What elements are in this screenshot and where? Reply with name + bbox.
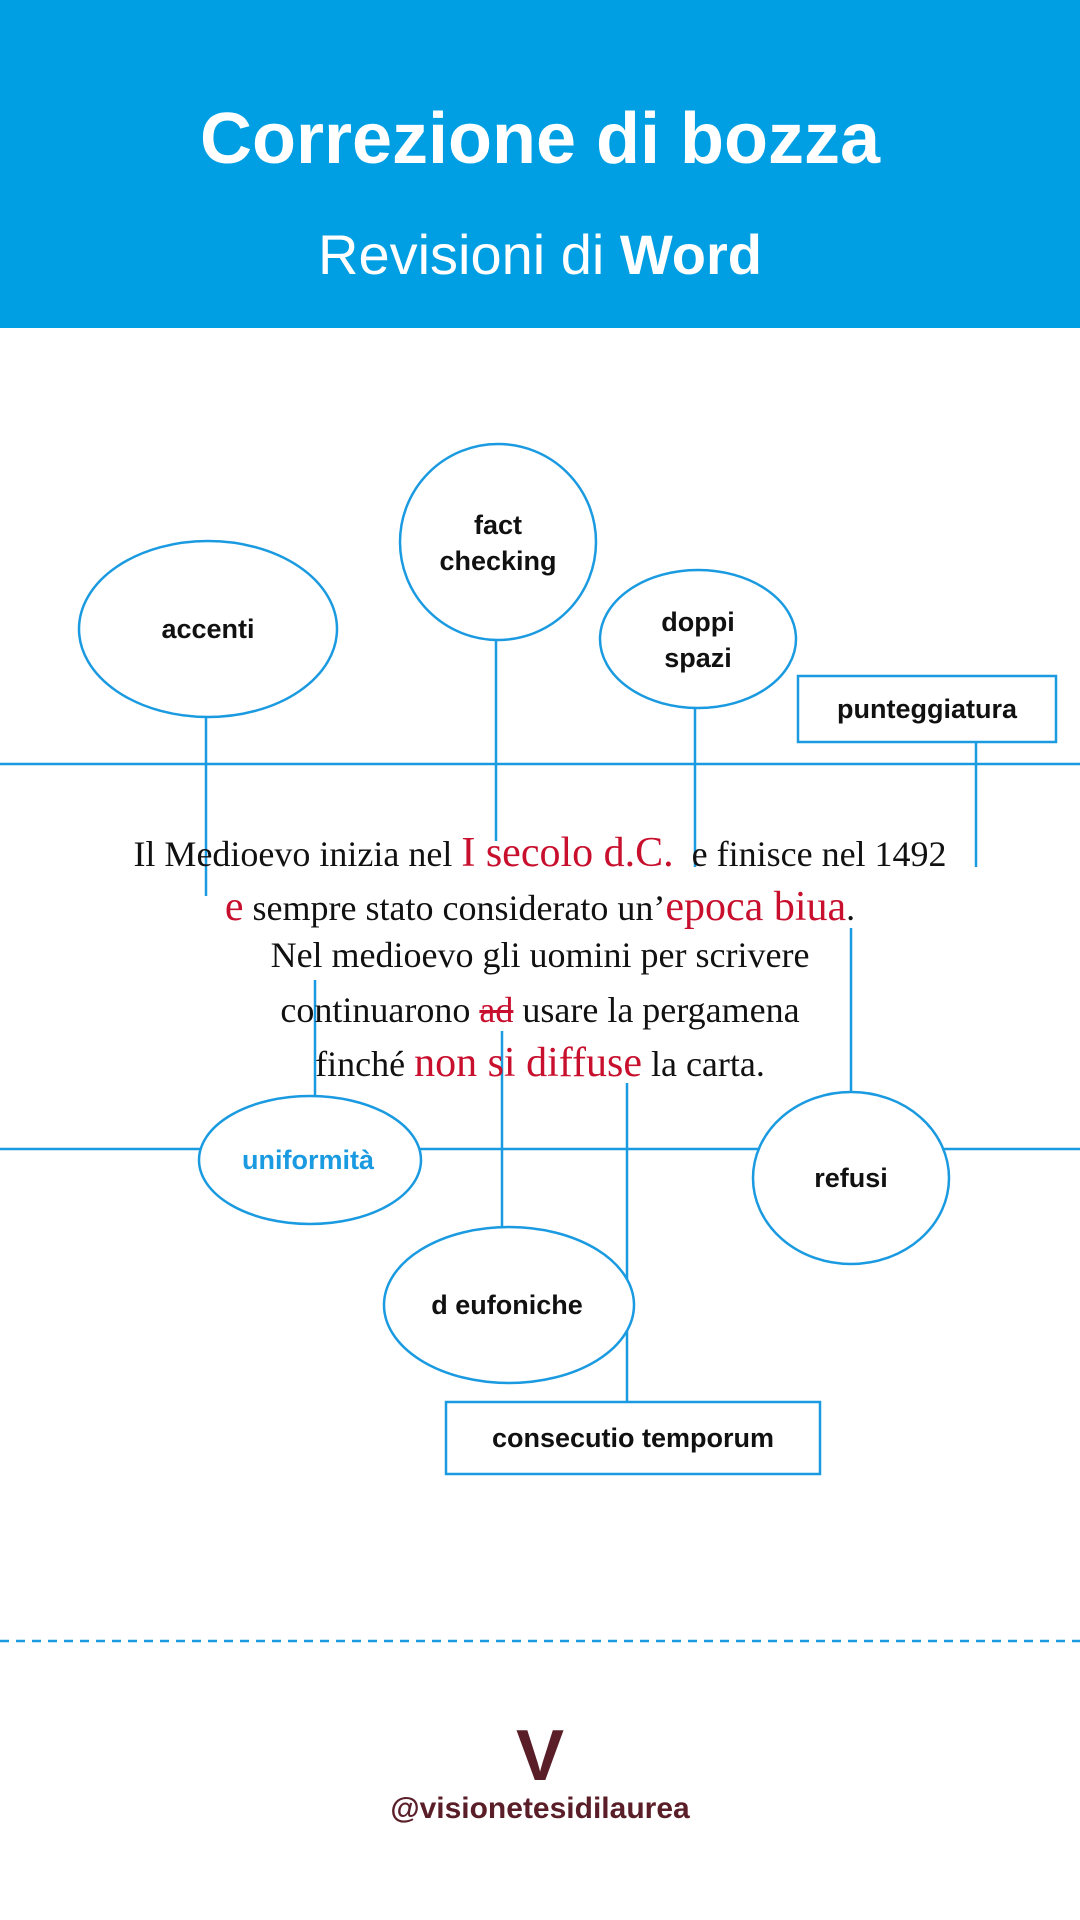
bubble-eufoniche (382, 1225, 636, 1385)
bubble-refusi (751, 1090, 951, 1266)
box-punteggiatura (796, 674, 1058, 744)
label-accenti: accenti (161, 614, 255, 644)
error-text: epoca biua (665, 884, 847, 930)
page-subtitle: Revisioni di Word (0, 222, 1080, 287)
text-line-3: Nel medioevo gli uomini per scrivere (270, 935, 810, 975)
bubble-uniformita (197, 1094, 423, 1226)
label-doppi-spazi: doppi spazi (661, 604, 734, 676)
error-text: non si diffuse (414, 1040, 642, 1086)
page-title: Correzione di bozza (199, 99, 881, 179)
bubble-fact (398, 442, 598, 642)
label-spazi: spazi (664, 643, 732, 673)
label-eufoniche: d eufoniche (431, 1290, 583, 1320)
label-consecutio: consecutio temporum (491, 1423, 775, 1453)
bubble-doppi (598, 568, 798, 710)
text-line-5: finché non si diffuse la carta. (0, 1039, 1080, 1087)
label-checking: checking (439, 546, 557, 576)
error-text: ad (479, 990, 514, 1030)
text: finché (315, 1044, 415, 1084)
text-line-4: continuarono ad usare la pergamena (0, 989, 1080, 1031)
bubble-accenti (77, 539, 339, 719)
text: . (846, 888, 856, 928)
label-doppi: doppi (661, 607, 735, 637)
text: e finisce nel 1492 (673, 834, 947, 874)
error-text: e (224, 884, 244, 930)
text: usare la pergamena (513, 990, 800, 1030)
label-punteggiatura: punteggiatura (837, 694, 1017, 724)
header-banner: Correzione di bozza Revisioni di Word (0, 0, 1080, 328)
box-consecutio (444, 1400, 822, 1476)
text-line-2: e sempre stato considerato un’epoca biua… (0, 883, 1080, 931)
text: Il Medioevo inizia nel (133, 834, 462, 874)
error-text: I secolo d.C. (461, 830, 674, 876)
text: la carta. (641, 1044, 765, 1084)
label-refusi: refusi (814, 1163, 888, 1193)
subtitle-prefix: Revisioni di (318, 223, 620, 286)
text: continuarono (280, 990, 480, 1030)
label-uniformita: uniformità (242, 1145, 374, 1175)
subtitle-bold: Word (619, 223, 762, 286)
text: sempre stato considerato un’ (243, 888, 666, 928)
social-handle: @visionetesidilaurea (390, 1792, 690, 1825)
text-line-1: Il Medioevo inizia nel I secolo d.C. e f… (0, 829, 1080, 877)
label-fact-checking: fact checking (439, 507, 556, 579)
label-fact: fact (473, 510, 523, 540)
brand-logo: V (515, 1716, 565, 1796)
